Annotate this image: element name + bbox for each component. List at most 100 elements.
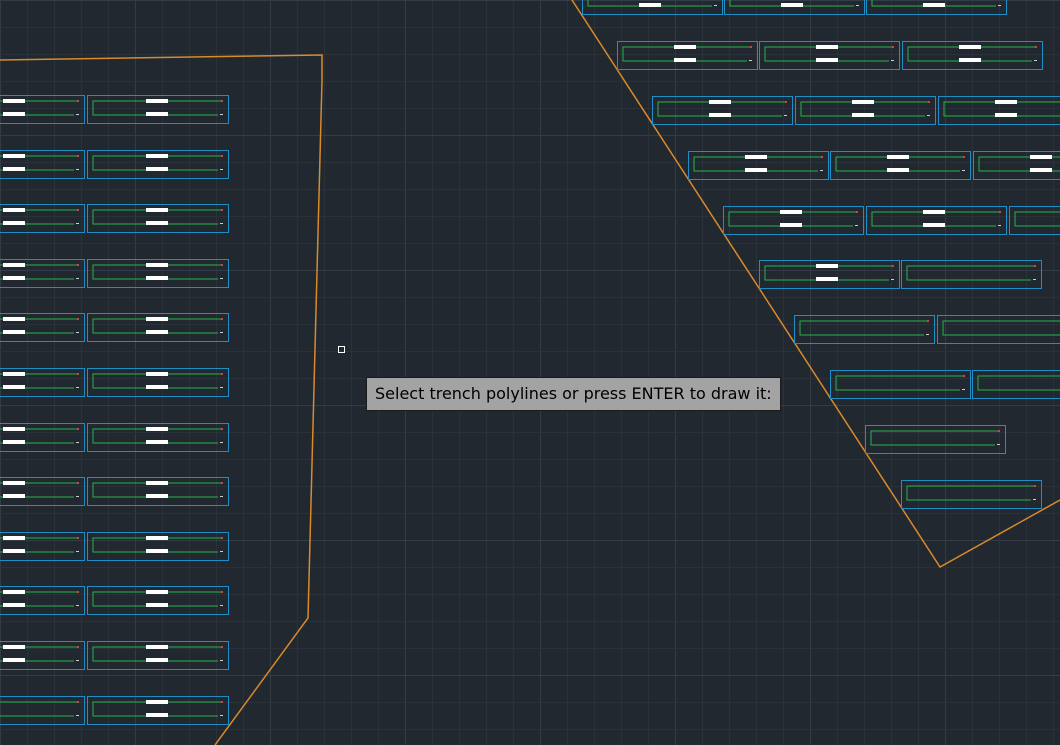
string-end xyxy=(76,223,79,224)
string-terminal xyxy=(821,156,823,158)
string-end xyxy=(220,442,223,443)
string-end xyxy=(1033,499,1036,500)
label-block xyxy=(887,155,909,159)
label-block xyxy=(816,45,838,49)
module-table xyxy=(865,425,1006,454)
string-terminal xyxy=(221,155,223,157)
string-line xyxy=(870,430,999,446)
module-table xyxy=(87,368,229,397)
label-block xyxy=(146,481,168,485)
label-block xyxy=(816,264,838,268)
string-terminal xyxy=(963,375,965,377)
string-terminal xyxy=(892,46,894,48)
label-block xyxy=(995,100,1017,104)
string-end xyxy=(856,5,859,6)
string-end xyxy=(76,496,79,497)
label-block xyxy=(3,167,25,171)
label-block xyxy=(3,99,25,103)
label-block xyxy=(146,603,168,607)
string-end xyxy=(220,332,223,333)
label-block xyxy=(959,45,981,49)
string-terminal xyxy=(750,46,752,48)
string-end xyxy=(220,223,223,224)
string-terminal xyxy=(77,646,79,648)
string-end xyxy=(927,115,930,116)
string-end xyxy=(962,170,965,171)
string-terminal xyxy=(221,209,223,211)
label-block xyxy=(745,168,767,172)
module-table xyxy=(87,259,229,288)
label-block xyxy=(3,208,25,212)
module-table xyxy=(87,313,229,342)
module-table xyxy=(901,480,1042,509)
module-table xyxy=(0,368,85,397)
string-terminal xyxy=(999,211,1001,213)
string-terminal xyxy=(77,591,79,593)
command-prompt-tooltip: Select trench polylines or press ENTER t… xyxy=(366,377,781,411)
module-table xyxy=(830,151,971,180)
label-block xyxy=(3,427,25,431)
module-table xyxy=(87,641,229,670)
module-table xyxy=(0,313,85,342)
string-end xyxy=(220,278,223,279)
module-table xyxy=(866,0,1007,15)
label-block xyxy=(146,221,168,225)
string-end xyxy=(820,170,823,171)
module-table xyxy=(0,259,85,288)
label-block xyxy=(780,223,802,227)
string-terminal xyxy=(856,211,858,213)
string-end xyxy=(220,715,223,716)
module-table xyxy=(0,204,85,233)
string-end xyxy=(998,5,1001,6)
string-end xyxy=(76,114,79,115)
label-block xyxy=(3,494,25,498)
label-block xyxy=(781,3,803,7)
string-end xyxy=(1034,60,1037,61)
label-block xyxy=(146,536,168,540)
label-block xyxy=(3,154,25,158)
string-end xyxy=(962,389,965,390)
string-end xyxy=(998,225,1001,226)
label-block xyxy=(816,277,838,281)
string-terminal xyxy=(221,537,223,539)
string-terminal xyxy=(928,101,930,103)
label-block xyxy=(3,549,25,553)
label-block xyxy=(146,590,168,594)
string-end xyxy=(76,387,79,388)
string-terminal xyxy=(892,265,894,267)
string-end xyxy=(220,660,223,661)
string-end xyxy=(76,332,79,333)
string-end xyxy=(997,444,1000,445)
label-block xyxy=(146,440,168,444)
label-block xyxy=(852,100,874,104)
string-terminal xyxy=(221,373,223,375)
module-table xyxy=(830,370,971,399)
string-terminal xyxy=(221,482,223,484)
label-block xyxy=(1030,155,1052,159)
module-table xyxy=(582,0,723,15)
label-block xyxy=(923,210,945,214)
string-terminal xyxy=(963,156,965,158)
string-end xyxy=(220,169,223,170)
label-block xyxy=(3,221,25,225)
string-terminal xyxy=(1035,46,1037,48)
label-block xyxy=(3,112,25,116)
label-block xyxy=(780,210,802,214)
module-table xyxy=(723,206,864,235)
module-table xyxy=(0,586,85,615)
module-table xyxy=(937,315,1060,344)
string-end xyxy=(220,114,223,115)
string-end xyxy=(855,225,858,226)
string-end xyxy=(76,660,79,661)
label-block xyxy=(3,372,25,376)
string-end xyxy=(891,279,894,280)
module-table xyxy=(973,151,1060,180)
string-line xyxy=(942,320,1060,336)
module-table xyxy=(87,477,229,506)
string-terminal xyxy=(221,701,223,703)
label-block xyxy=(146,330,168,334)
module-table xyxy=(866,206,1007,235)
label-block xyxy=(146,112,168,116)
label-block xyxy=(3,385,25,389)
